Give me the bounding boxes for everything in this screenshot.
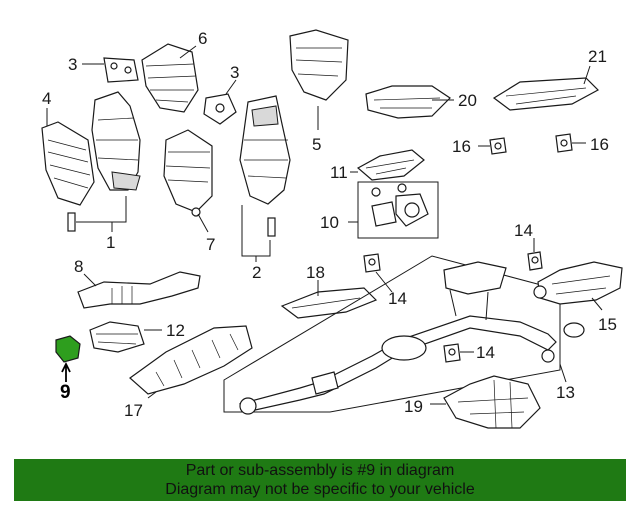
banner-line-1: Part or sub-assembly is #9 in diagram — [185, 462, 455, 479]
callout-20: 20 — [458, 91, 477, 110]
callout-14-c: 14 — [514, 221, 533, 240]
callout-16-right: 16 — [590, 135, 609, 154]
callout-10: 10 — [320, 213, 339, 232]
callout-3-left: 3 — [68, 55, 77, 74]
callout-13: 13 — [556, 383, 575, 402]
part-14-hanger-b[interactable] — [443, 343, 461, 363]
part-16-mount-left[interactable] — [489, 137, 507, 155]
part-1-stud — [67, 212, 76, 232]
part-18-heat-shield[interactable] — [280, 287, 378, 319]
part-15-muffler[interactable] — [533, 261, 623, 305]
part-10-flange-assembly[interactable] — [371, 183, 429, 227]
part-8-front-pipe[interactable] — [77, 271, 201, 309]
part-3-gasket-right[interactable] — [203, 93, 237, 125]
part-14-hanger-c[interactable] — [527, 251, 543, 271]
part-19-heat-shield[interactable] — [443, 375, 541, 429]
callout-3-right: 3 — [230, 63, 239, 82]
part-2-converter-rear[interactable] — [239, 95, 291, 237]
callout-6: 6 — [198, 29, 207, 48]
callout-11: 11 — [330, 163, 348, 182]
exhaust-parts-diagram: 1 2 3 3 4 5 6 7 8 9 10 11 12 13 14 14 14… — [41, 29, 623, 429]
callout-8: 8 — [74, 257, 83, 276]
callout-12: 12 — [166, 321, 185, 340]
callout-17: 17 — [124, 401, 143, 420]
callout-16-left: 16 — [452, 137, 471, 156]
leader-9-arrow — [61, 361, 71, 382]
callout-1: 1 — [106, 233, 115, 252]
leader-21 — [583, 65, 591, 85]
leader-8 — [83, 273, 97, 287]
callout-2: 2 — [252, 263, 261, 282]
leader-13 — [559, 363, 567, 383]
callout-7: 7 — [206, 235, 215, 254]
callout-4: 4 — [42, 89, 51, 108]
callout-21: 21 — [588, 47, 607, 66]
part-14-hanger-a[interactable] — [363, 253, 381, 273]
banner-line-2: Diagram may not be specific to your vehi… — [165, 481, 475, 498]
leader-3-right — [225, 79, 237, 95]
part-7-manifold-shield[interactable] — [163, 129, 213, 217]
leader-17 — [147, 391, 157, 399]
callout-5: 5 — [312, 135, 321, 154]
callout-14-a: 14 — [388, 289, 407, 308]
leader-1 — [76, 196, 127, 232]
part-13-exhaust-pipe[interactable] — [238, 261, 585, 415]
part-11-heat-shield[interactable] — [356, 149, 425, 181]
part-21-heat-shield[interactable] — [492, 77, 599, 111]
part-12-heat-shield[interactable] — [89, 321, 145, 353]
callout-14-b: 14 — [476, 343, 495, 362]
info-banner: Part or sub-assembly is #9 in diagram Di… — [14, 459, 626, 501]
leader-6 — [179, 45, 197, 59]
leader-7 — [197, 213, 209, 233]
part-4-heat-shield[interactable] — [41, 121, 95, 206]
callout-9: 9 — [60, 382, 71, 403]
part-13-group-box — [223, 255, 561, 413]
leader-2 — [241, 205, 271, 262]
callout-15: 15 — [598, 315, 617, 334]
callout-19: 19 — [404, 397, 423, 416]
part-16-mount-right[interactable] — [555, 133, 573, 153]
leader-14-a — [375, 271, 393, 293]
part-5-manifold-cover[interactable] — [289, 29, 349, 101]
part-17-floor-heat-shield[interactable] — [129, 325, 253, 395]
part-10-group-box — [357, 181, 439, 239]
part-9-highlighted[interactable] — [55, 335, 81, 363]
part-1-converter-front[interactable] — [91, 91, 141, 191]
part-6-heat-shield-upper[interactable] — [141, 43, 199, 113]
part-3-gasket-left[interactable] — [103, 57, 139, 83]
callout-18: 18 — [306, 263, 325, 282]
part-20-heat-shield[interactable] — [365, 85, 451, 119]
leader-15 — [591, 297, 603, 311]
